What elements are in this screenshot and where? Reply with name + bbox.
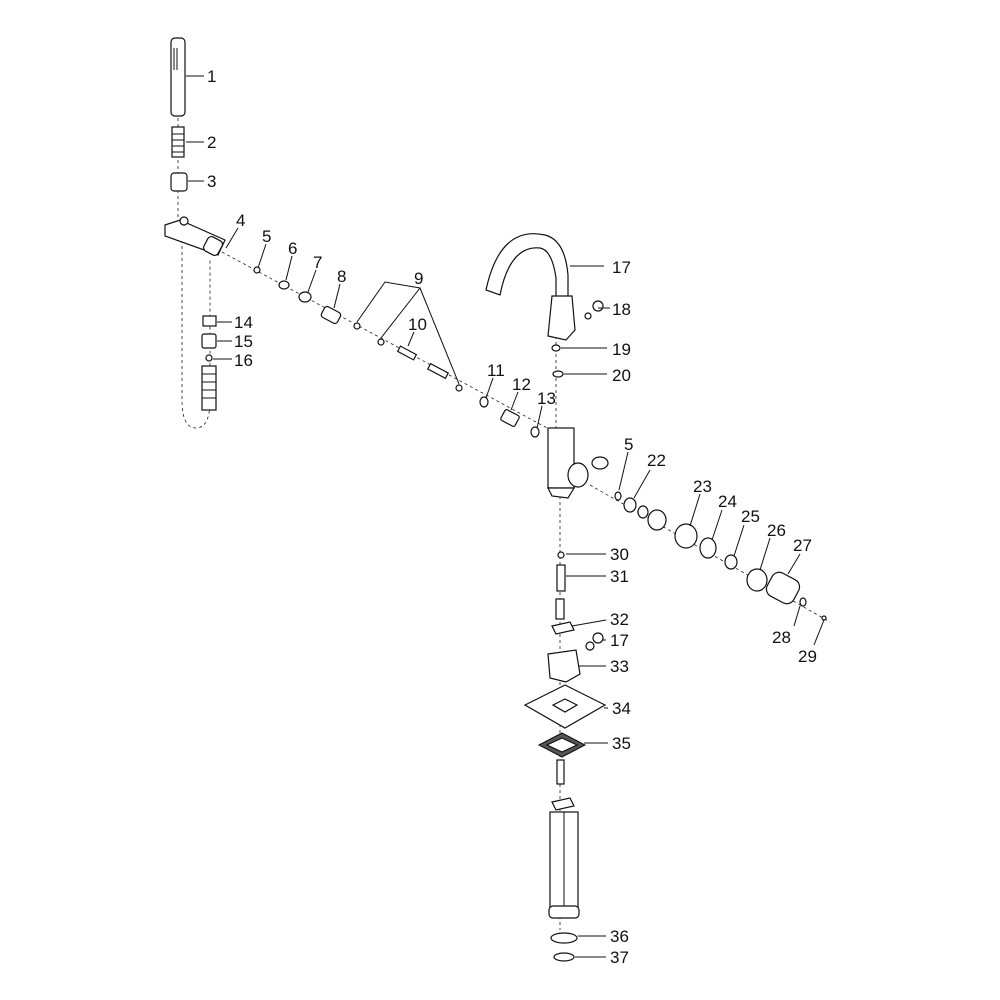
- callout-1: 1: [207, 67, 216, 86]
- part-lower-stack: [523, 551, 607, 962]
- callout-17b: 17: [610, 631, 629, 650]
- callout-5b: 5: [624, 435, 633, 454]
- callout-17a: 17: [612, 258, 631, 277]
- callout-4: 4: [236, 211, 245, 230]
- part-threaded-connector: [171, 126, 185, 158]
- callout-22: 22: [647, 451, 666, 470]
- callout-33: 33: [610, 657, 629, 676]
- callout-23: 23: [693, 477, 712, 496]
- callout-36: 36: [610, 927, 629, 946]
- leader-lines: [186, 75, 825, 958]
- callout-12: 12: [512, 375, 531, 394]
- callout-19: 19: [612, 340, 631, 359]
- callout-5a: 5: [262, 227, 271, 246]
- callout-11: 11: [487, 361, 505, 380]
- callout-9: 9: [414, 269, 423, 288]
- callout-2: 2: [207, 133, 216, 152]
- callout-6: 6: [288, 239, 297, 258]
- part-diagonal-row: [253, 266, 540, 438]
- callout-14: 14: [234, 313, 253, 332]
- callout-35: 35: [612, 734, 631, 753]
- part-19: [551, 344, 561, 352]
- callout-3: 3: [207, 172, 216, 191]
- callout-15: 15: [234, 332, 253, 351]
- part-wall-holder: [164, 216, 226, 257]
- callout-labels: 1 2 3 4 5 6 7 8 9 10 11 12 13 14 15 16 1…: [207, 67, 817, 967]
- callout-29: 29: [798, 647, 817, 666]
- callout-10: 10: [408, 315, 427, 334]
- part-spout-adapter: [547, 295, 604, 341]
- part-hose-fittings: [201, 315, 217, 411]
- callout-31: 31: [610, 567, 629, 586]
- callout-37: 37: [610, 948, 629, 967]
- callout-28: 28: [772, 628, 791, 647]
- callout-20: 20: [612, 366, 631, 385]
- callout-18: 18: [612, 300, 631, 319]
- callout-13: 13: [537, 389, 556, 408]
- part-hand-shower: [170, 37, 186, 117]
- part-20: [552, 370, 564, 378]
- part-cartridge-row: [614, 491, 827, 621]
- part-spout: [485, 233, 569, 301]
- assembly-axes: [177, 40, 831, 930]
- callout-26: 26: [767, 521, 786, 540]
- callout-8: 8: [337, 267, 346, 286]
- callout-34: 34: [612, 699, 631, 718]
- callout-16: 16: [234, 351, 253, 370]
- callout-32: 32: [610, 610, 629, 629]
- callout-24: 24: [718, 492, 737, 511]
- callout-7: 7: [313, 253, 322, 272]
- callout-25: 25: [741, 507, 760, 526]
- part-mixer-body: [547, 427, 609, 499]
- callout-30: 30: [610, 545, 629, 564]
- callout-27: 27: [793, 536, 812, 555]
- part-cone-nut: [170, 172, 188, 192]
